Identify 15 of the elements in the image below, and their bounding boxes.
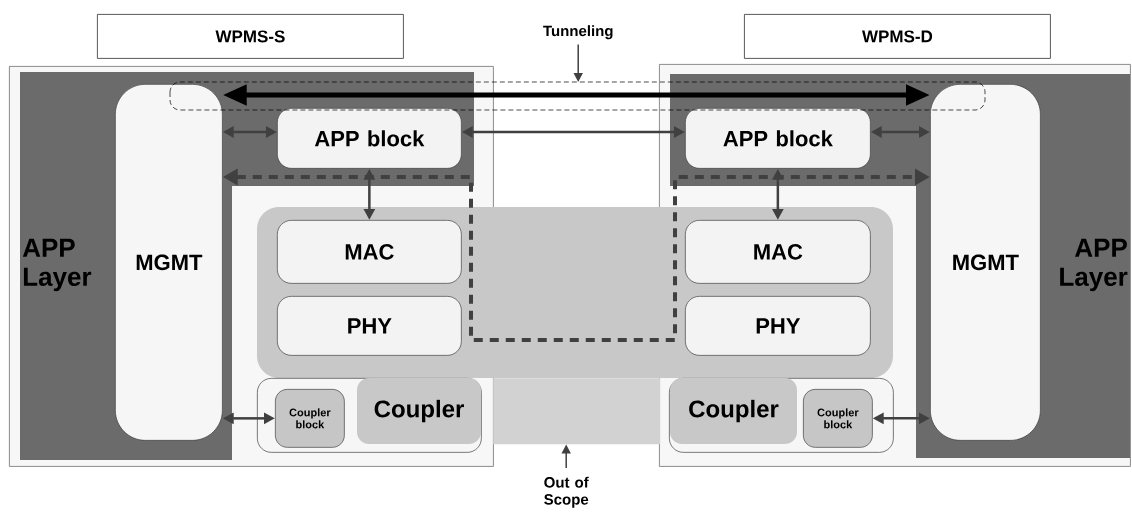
title-box: WPMS-S: [97, 14, 404, 59]
title-box: WPMS-D: [744, 14, 1051, 59]
process-box: MGMT: [930, 84, 1041, 441]
process-box: MAC: [277, 220, 462, 284]
process-box: Coupler block: [803, 389, 873, 448]
callout-text: Out of Scope: [544, 476, 589, 508]
process-box: APP block: [277, 108, 462, 169]
scope-region: [493, 378, 661, 445]
process-box: APP block: [685, 108, 871, 169]
process-box: PHY: [277, 296, 462, 356]
callout-text: Tunneling: [543, 25, 613, 40]
process-box: MAC: [685, 220, 871, 284]
process-box: MGMT: [115, 84, 223, 441]
process-box: PHY: [685, 296, 871, 356]
process-box: Coupler block: [275, 389, 345, 448]
